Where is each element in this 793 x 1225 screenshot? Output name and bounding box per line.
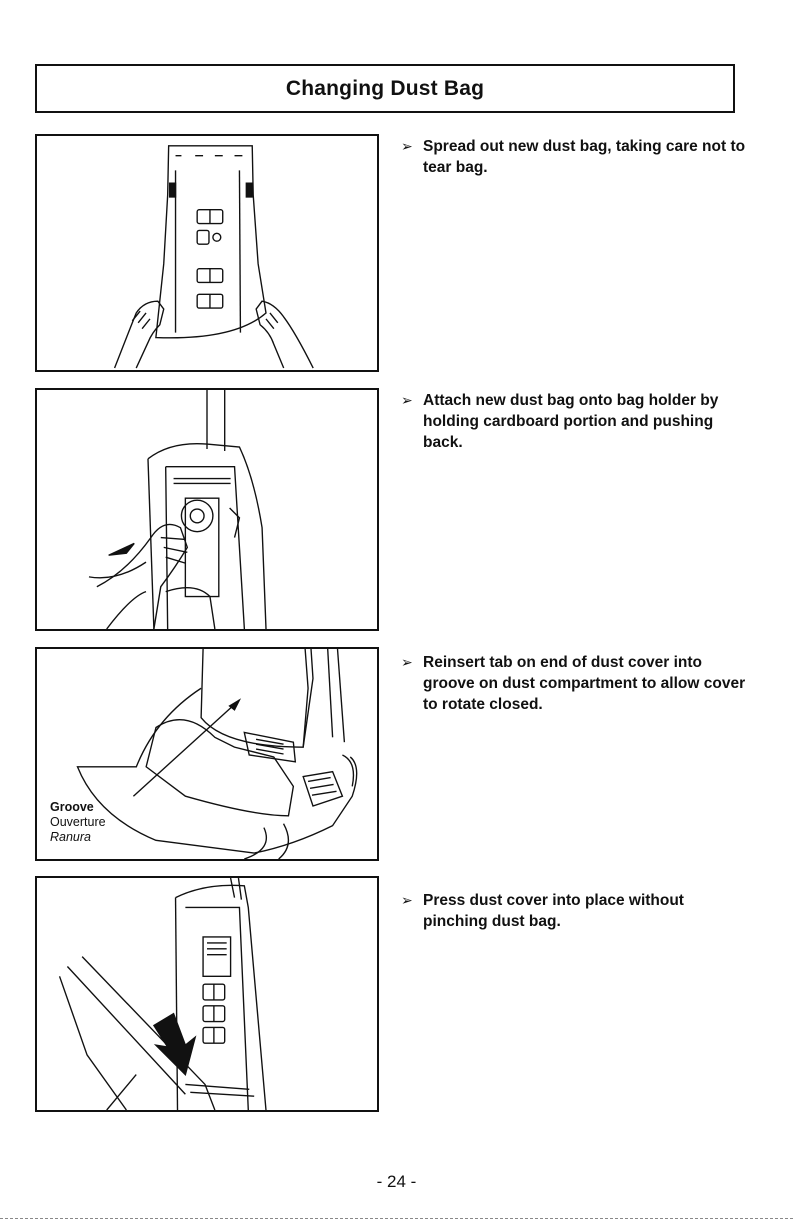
step-3: ➢ Reinsert tab on end of dust cover into… <box>401 652 751 715</box>
step-2: ➢ Attach new dust bag onto bag holder by… <box>401 390 751 453</box>
groove-callout: Groove Ouverture Ranura <box>50 800 106 845</box>
illustration-spread-bag <box>35 134 379 372</box>
page-title: Changing Dust Bag <box>285 76 485 100</box>
arrow-bullet-icon: ➢ <box>401 138 413 154</box>
step-1: ➢ Spread out new dust bag, taking care n… <box>401 136 751 178</box>
arrow-bullet-icon: ➢ <box>401 892 413 908</box>
illustration-attach-bag <box>35 388 379 631</box>
step-2-text: Attach new dust bag onto bag holder by h… <box>423 392 719 451</box>
step-1-text: Spread out new dust bag, taking care not… <box>423 138 746 176</box>
arrow-bullet-icon: ➢ <box>401 392 413 408</box>
illustration-press-cover <box>35 876 379 1112</box>
bottom-divider <box>0 1218 793 1219</box>
page-number: - 24 - <box>376 1172 417 1191</box>
groove-label-fr: Ouverture <box>50 815 106 829</box>
groove-label-en: Groove <box>50 800 94 814</box>
step-4-text: Press dust cover into place without pinc… <box>423 892 684 930</box>
section-title-box: Changing Dust Bag <box>35 64 735 113</box>
step-4: ➢ Press dust cover into place without pi… <box>401 890 751 932</box>
illustration-reinsert-tab: Groove Ouverture Ranura <box>35 647 379 861</box>
step-3-text: Reinsert tab on end of dust cover into g… <box>423 654 746 713</box>
arrow-bullet-icon: ➢ <box>401 654 413 670</box>
groove-label-es: Ranura <box>50 830 91 844</box>
